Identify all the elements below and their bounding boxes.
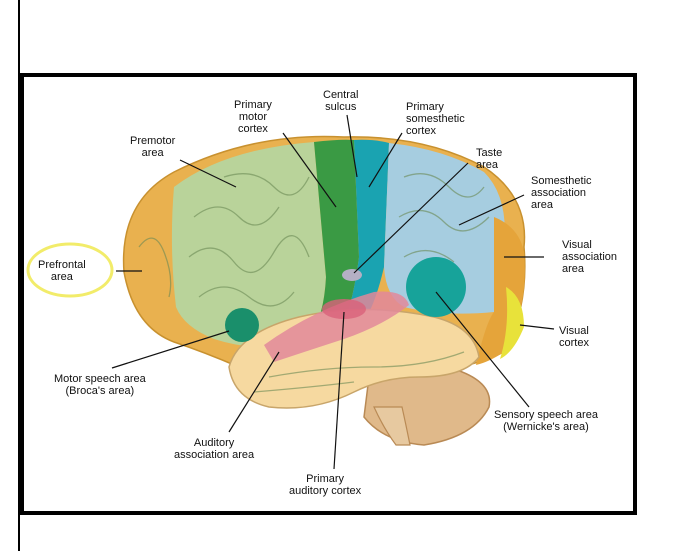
label-visual-cortex: Visual cortex <box>559 325 589 349</box>
label-somesthetic-association-area: Somesthetic association area <box>531 175 592 211</box>
label-premotor-area: Premotor area <box>130 135 176 159</box>
label-prefrontal-area: Prefrontal area <box>38 259 86 283</box>
label-visual-association-area: Visual association area <box>562 239 618 275</box>
label-central-sulcus: Central sulcus <box>323 89 359 113</box>
label-primary-auditory-cortex: Primary auditory cortex <box>289 473 362 497</box>
brain-illustration <box>26 114 555 470</box>
premotor-area-region <box>171 142 326 347</box>
page-left-rule <box>18 0 20 551</box>
taste-area-region <box>342 269 362 281</box>
label-motor-speech-area: Motor speech area (Broca's area) <box>54 373 146 397</box>
brain-diagram-frame: Central sulcus Primary motor cortex Prim… <box>20 73 637 515</box>
brain-stem <box>373 406 411 446</box>
label-primary-motor-cortex: Primary motor cortex <box>234 99 272 135</box>
label-auditory-association-area: Auditory association area <box>174 437 255 461</box>
label-primary-somesthetic-cortex: Primary somesthetic cortex <box>406 101 465 137</box>
broca-area-region <box>225 308 259 342</box>
primary-somesthetic-cortex-region <box>342 139 389 332</box>
visual-cortex-region <box>500 287 524 359</box>
wernicke-area-region <box>406 257 466 317</box>
primary-motor-cortex-region <box>309 139 359 339</box>
gyri-texture <box>138 173 490 393</box>
label-sensory-speech-area: Sensory speech area (Wernicke's area) <box>494 409 598 433</box>
label-taste-area: Taste area <box>476 147 503 171</box>
prefrontal-highlight-ellipse <box>26 242 114 298</box>
pointer-lines <box>111 114 555 470</box>
auditory-association-region <box>264 291 409 362</box>
primary-auditory-cortex-region <box>322 299 366 319</box>
